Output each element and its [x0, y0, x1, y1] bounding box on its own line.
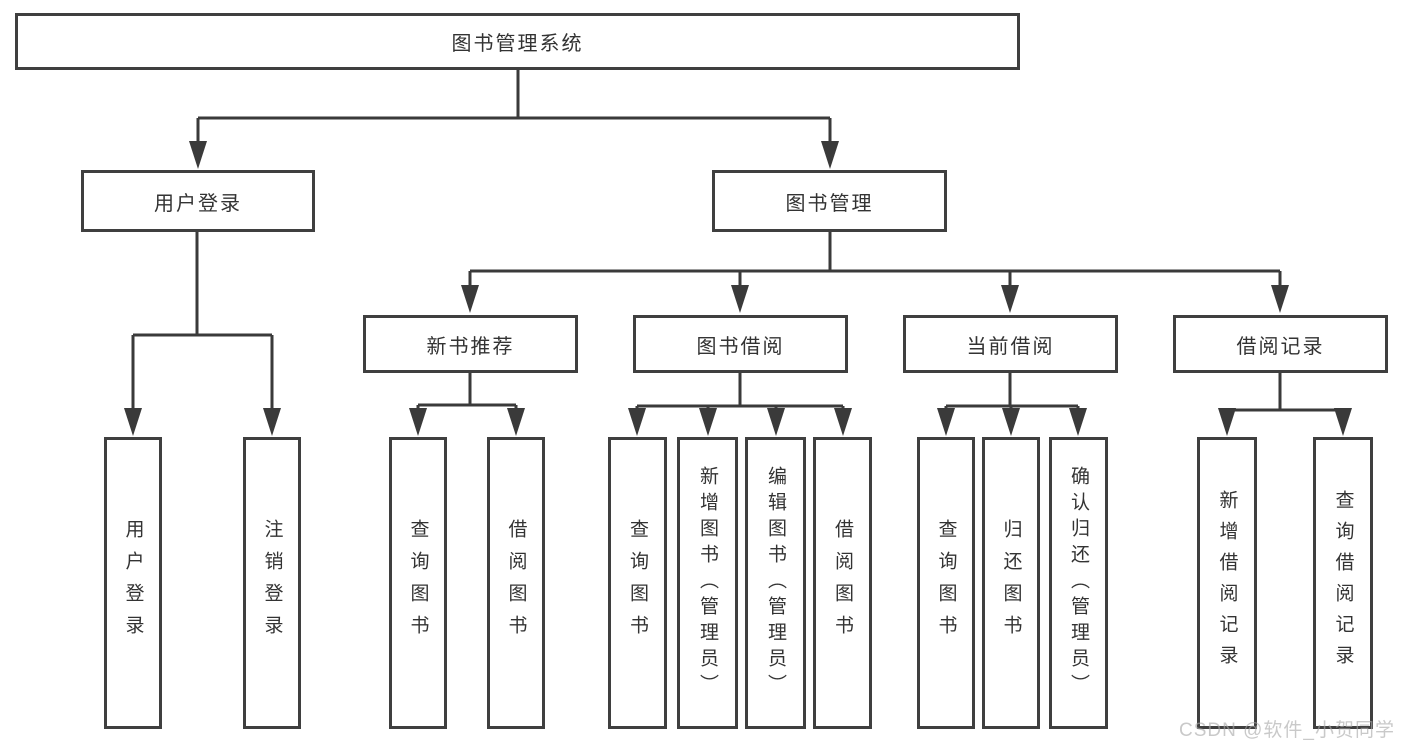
node-label: 图书借阅: [696, 335, 785, 358]
csdn-watermark: CSDN @软件_小贺同学: [1179, 720, 1395, 741]
node-user-login: 用户登录: [81, 170, 315, 232]
connector-current-borrow: [937, 373, 1087, 436]
node-borrow-records: 借阅记录: [1173, 315, 1388, 373]
node-new-book-recommend: 新书推荐: [363, 315, 578, 373]
node-label: 图书管理: [785, 192, 874, 215]
leaf-cb-query-books: 查询图书: [917, 437, 975, 729]
leaf-label: 编辑图书（管理员）: [765, 466, 786, 700]
node-current-borrow: 当前借阅: [903, 315, 1118, 373]
leaf-label: 归还图书: [1000, 519, 1022, 647]
node-label: 新书推荐: [426, 335, 515, 358]
leaf-nbr-borrow-books: 借阅图书: [487, 437, 545, 729]
leaf-cb-confirm-return-admin: 确认归还（管理员）: [1049, 437, 1108, 729]
leaf-user-login: 用户登录: [104, 437, 162, 729]
connector-new-book-recommend: [409, 373, 525, 436]
leaf-label: 用户登录: [122, 519, 144, 647]
node-book-borrow: 图书借阅: [633, 315, 848, 373]
leaf-label: 确认归还（管理员）: [1068, 466, 1089, 700]
connector-user-login: [124, 232, 281, 436]
node-book-management: 图书管理: [712, 170, 947, 232]
leaf-bb-query-books: 查询图书: [608, 437, 667, 729]
leaf-nbr-query-books: 查询图书: [389, 437, 447, 729]
node-library-system: 图书管理系统: [15, 13, 1020, 70]
leaf-label: 查询借阅记录: [1332, 490, 1354, 676]
node-label: 当前借阅: [966, 335, 1055, 358]
leaf-label: 借阅图书: [832, 519, 853, 647]
leaf-label: 新增借阅记录: [1216, 490, 1238, 676]
leaf-cb-return-books: 归还图书: [982, 437, 1040, 729]
leaf-label: 借阅图书: [505, 519, 527, 647]
leaf-label: 新增图书（管理员）: [697, 466, 718, 700]
leaf-br-add-record: 新增借阅记录: [1197, 437, 1257, 729]
connector-book-borrow: [628, 373, 852, 436]
node-label: 图书管理系统: [451, 33, 584, 55]
node-label: 借阅记录: [1236, 335, 1325, 358]
leaf-br-query-record: 查询借阅记录: [1313, 437, 1373, 729]
leaf-logout: 注销登录: [243, 437, 301, 729]
leaf-label: 查询图书: [407, 519, 429, 647]
leaf-label: 查询图书: [627, 519, 648, 647]
leaf-bb-edit-books-admin: 编辑图书（管理员）: [745, 437, 806, 729]
node-label: 用户登录: [154, 192, 242, 215]
connector-borrow-records: [1218, 373, 1352, 436]
leaf-label: 查询图书: [935, 519, 957, 647]
connector-book-management: [461, 232, 1289, 313]
leaf-bb-add-books-admin: 新增图书（管理员）: [677, 437, 738, 729]
leaf-label: 注销登录: [261, 519, 283, 647]
connector-root: [189, 70, 839, 169]
leaf-bb-borrow-books: 借阅图书: [813, 437, 872, 729]
